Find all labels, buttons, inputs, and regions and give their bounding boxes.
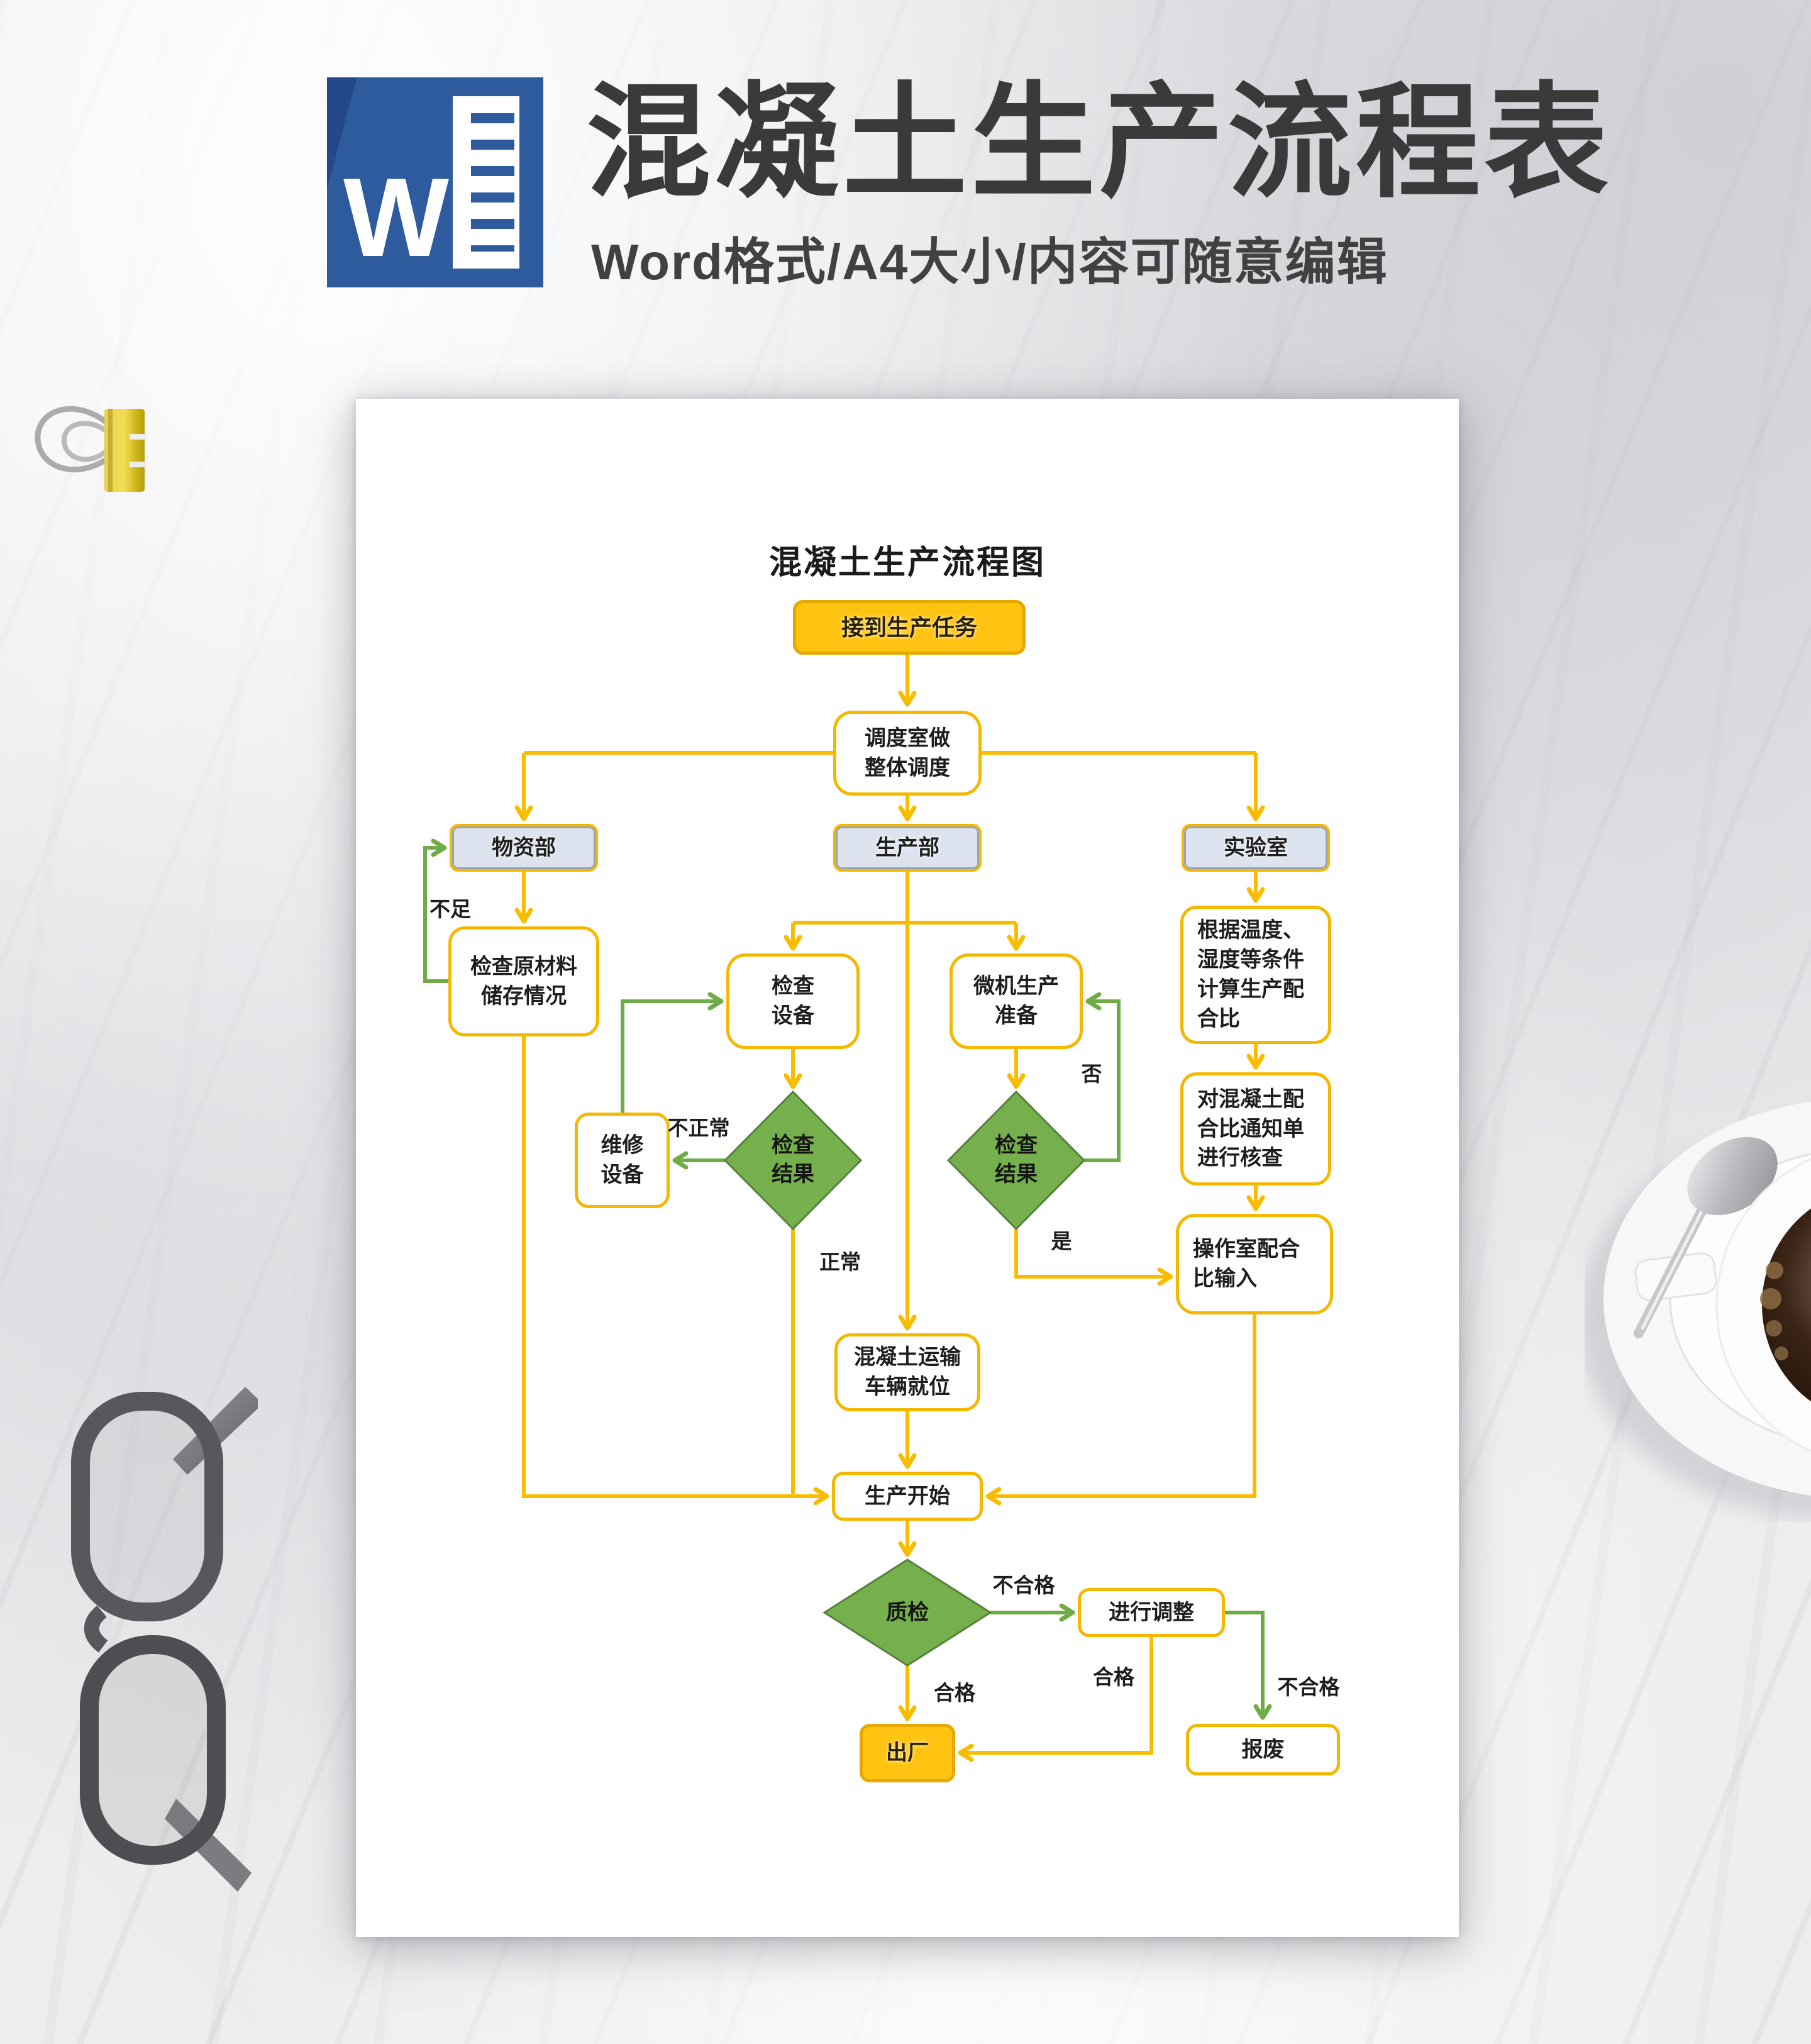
node-check-equipment: 检查 设备 <box>726 953 860 1049</box>
page-title: 混凝土生产流程表 <box>586 73 1612 212</box>
node-calc-mix-ratio: 根据温度、 湿度等条件 计算生产配 合比 <box>1180 906 1331 1044</box>
edge-label-abnormal: 不正常 <box>667 1116 730 1140</box>
node-adjust: 进行调整 <box>1078 1588 1225 1637</box>
node-start: 接到生产任务 <box>793 600 1026 655</box>
edge-label-adjust-pass: 合格 <box>1093 1665 1134 1689</box>
node-check-result-left: 检查 结果 <box>772 1133 814 1186</box>
word-icon-document <box>452 96 520 269</box>
binder-clip <box>35 406 146 492</box>
word-app-icon: W <box>327 77 543 287</box>
edge-label-fail-to-adjust: 不合格 <box>992 1574 1055 1597</box>
decision-diamonds <box>723 1090 1086 1667</box>
green-flow-lines <box>423 838 1272 1720</box>
document-page: 混凝土生产流程图 <box>356 399 1459 1937</box>
check-result-right-diamond <box>946 1090 1086 1231</box>
node-quality-check: 质检 <box>886 1601 929 1625</box>
node-scrap: 报废 <box>1186 1724 1340 1775</box>
node-check-result-right: 检查 结果 <box>995 1133 1038 1186</box>
spoon-bowl <box>1687 1136 1778 1216</box>
quality-check-diamond <box>822 1558 992 1667</box>
check-result-left-diamond <box>723 1090 863 1231</box>
word-icon-letter: W <box>343 155 450 280</box>
glasses-temple-bottom <box>165 1799 252 1892</box>
word-icon-text-lines <box>471 113 514 252</box>
node-repair-equipment: 维修 设备 <box>575 1113 670 1208</box>
edge-label-adjust-fail: 不合格 <box>1277 1675 1340 1699</box>
flow-connectors <box>423 655 1272 1762</box>
node-dispatch: 调度室做 整体调度 <box>833 711 982 796</box>
node-lab: 实验室 <box>1182 824 1330 872</box>
coffee-surface <box>1762 1208 1811 1402</box>
edge-label-no: 否 <box>1081 1062 1102 1086</box>
page-subtitle: Word格式/A4大小/内容可随意编辑 <box>591 234 1388 290</box>
edge-label-yes: 是 <box>1051 1230 1072 1253</box>
glasses <box>71 1387 258 1892</box>
node-operator-input: 操作室配合 比输入 <box>1176 1214 1333 1314</box>
edge-label-normal: 正常 <box>819 1250 861 1274</box>
node-verify-mix-notice: 对混凝土配 合比通知单 进行核查 <box>1180 1072 1331 1186</box>
node-material-dept: 物资部 <box>450 824 598 872</box>
coffee-cup <box>1585 1101 1811 1518</box>
node-computer-production-prep: 微机生产 准备 <box>950 953 1083 1049</box>
node-truck-in-place: 混凝土运输 车辆就位 <box>834 1333 980 1411</box>
glasses-lens-bottom <box>80 1635 226 1865</box>
node-production-dept: 生产部 <box>833 824 982 872</box>
node-check-raw-material: 检查原材料 储存情况 <box>448 926 599 1036</box>
glasses-lens-top <box>71 1392 223 1621</box>
node-production-start: 生产开始 <box>832 1472 983 1521</box>
node-leave-factory: 出厂 <box>860 1724 955 1782</box>
flowchart-title: 混凝土生产流程图 <box>768 545 1046 581</box>
edge-label-pass-to-leave: 合格 <box>934 1681 975 1704</box>
edge-label-insufficient: 不足 <box>429 897 471 921</box>
